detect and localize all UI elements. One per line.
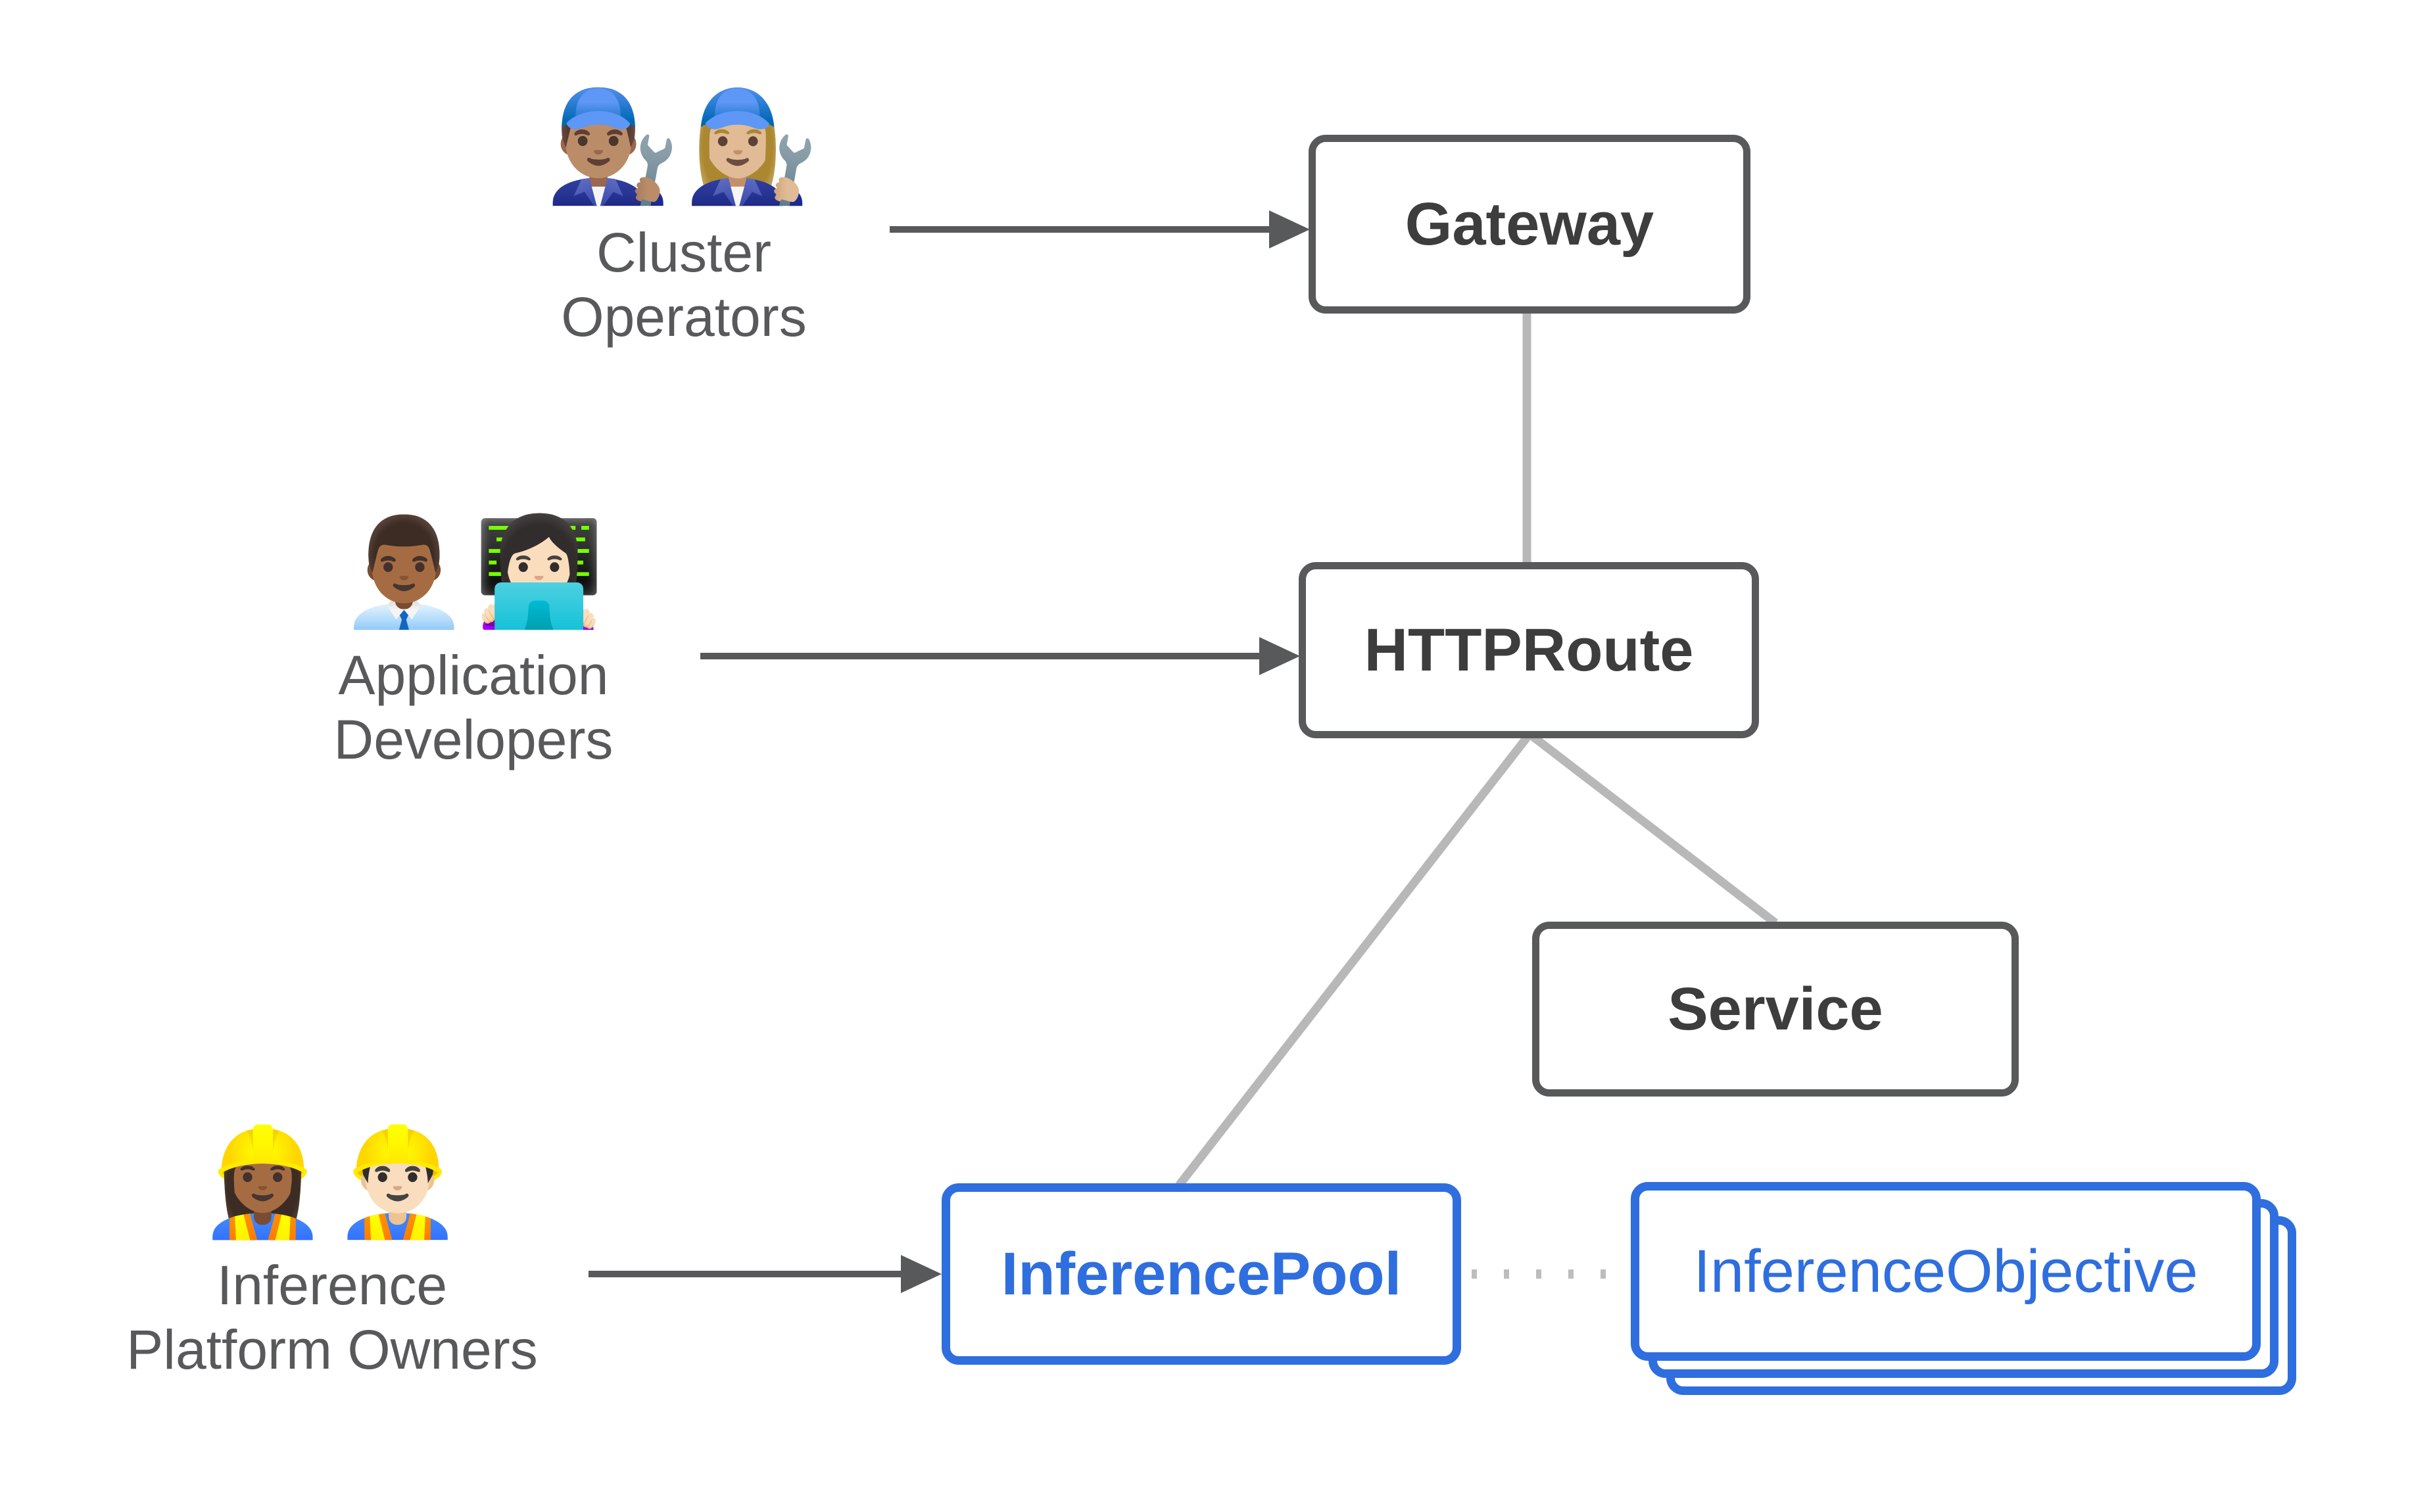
node-httproute-label: HTTPRoute [1364, 617, 1694, 684]
node-service[interactable]: Service [1532, 922, 2019, 1097]
arrow-inference-platform-owners-to-inferencepool [589, 1255, 942, 1293]
inferenceobjective-card-front[interactable]: InferenceObjective [1631, 1182, 2261, 1361]
persona-application-developers: 👨🏾‍💼👩🏻‍💻 Application Developers [302, 519, 644, 772]
application-developers-emoji-group: 👨🏾‍💼👩🏻‍💻 [339, 519, 608, 625]
persona-cluster-operators: 👨🏽‍🔧👩🏼‍🔧 Cluster Operators [519, 92, 848, 350]
arrow-application-developers-to-httproute [700, 637, 1300, 675]
woman-construction-worker-icon: 👷🏾‍♀️ [197, 1120, 332, 1243]
persona-label-application-developers: Application Developers [333, 644, 614, 771]
man-office-worker-icon: 👨🏾‍💼 [338, 510, 473, 633]
persona-label-inference-platform-owners: Inference Platform Owners [126, 1254, 538, 1381]
woman-mechanic-icon: 👩🏼‍🔧 [684, 83, 823, 209]
node-service-label: Service [1668, 976, 1883, 1043]
node-inferenceobjective-label: InferenceObjective [1693, 1237, 2198, 1305]
arrow-cluster-operators-to-gateway [890, 210, 1310, 248]
persona-label-cluster-operators: Cluster Operators [561, 222, 807, 348]
cluster-operators-emoji-group: 👨🏽‍🔧👩🏼‍🔧 [545, 92, 823, 201]
edge-httproute-service [1528, 731, 1778, 927]
man-mechanic-icon: 👨🏽‍🔧 [544, 83, 684, 209]
man-construction-worker-icon: 👷🏻‍♂️ [332, 1120, 468, 1243]
node-inferencepool-label: InferencePool [1001, 1240, 1402, 1308]
inference-platform-owners-emoji-group: 👷🏾‍♀️👷🏻‍♂️ [197, 1129, 467, 1235]
node-inferenceobjective-stack[interactable]: InferenceObjective [1631, 1182, 2301, 1406]
persona-inference-platform-owners: 👷🏾‍♀️👷🏻‍♂️ Inference Platform Owners [72, 1129, 592, 1382]
node-gateway-label: Gateway [1405, 191, 1654, 258]
node-gateway[interactable]: Gateway [1309, 135, 1750, 314]
node-inferencepool[interactable]: InferencePool [942, 1183, 1461, 1365]
edge-httproute-inferencepool [1175, 732, 1533, 1188]
node-httproute[interactable]: HTTPRoute [1299, 562, 1759, 738]
woman-technologist-icon: 👩🏻‍💻 [473, 510, 609, 633]
